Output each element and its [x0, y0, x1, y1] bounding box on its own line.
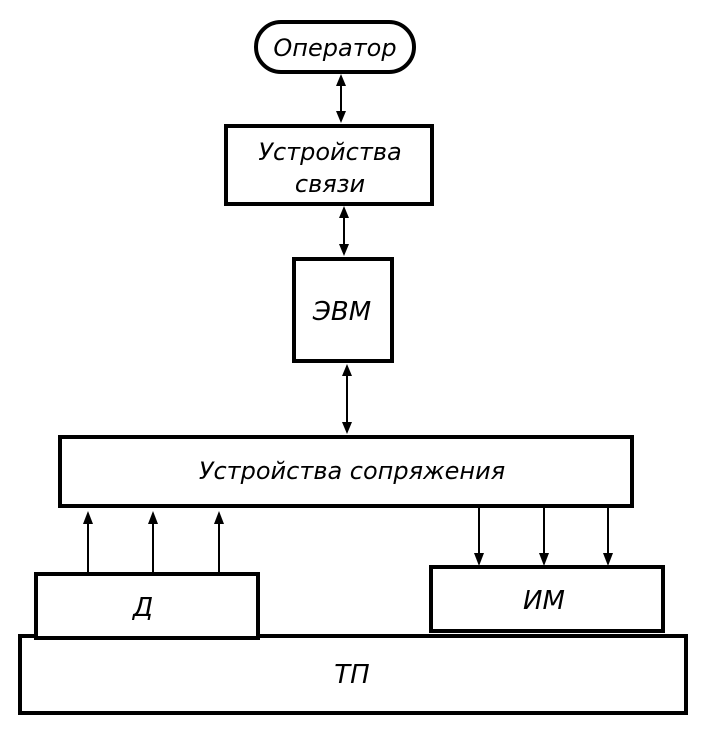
- comm-computer-arrow: [339, 206, 349, 256]
- comm-devices-box: [224, 124, 434, 206]
- comm-devices-label-line1: Устройства: [258, 138, 401, 166]
- computer-box: [292, 257, 394, 363]
- computer-label: ЭВМ: [312, 297, 371, 327]
- process-box: [18, 634, 688, 715]
- comm-devices-label-line2: связи: [295, 170, 365, 198]
- actuators-box: [429, 565, 665, 633]
- operator-comm-arrow: [336, 74, 346, 123]
- computer-interface-arrow: [342, 364, 352, 434]
- operator-label: Оператор: [273, 34, 396, 62]
- interface-devices-box: [58, 435, 634, 508]
- interface-devices-label: Устройства сопряжения: [199, 457, 505, 485]
- process-label: ТП: [334, 660, 369, 690]
- sensors-box: [34, 572, 260, 640]
- sensor-signal-arrows: [83, 511, 224, 575]
- actuator-control-arrows: [474, 508, 613, 566]
- operator-node: [254, 20, 416, 74]
- actuators-label: ИМ: [523, 586, 565, 616]
- sensors-label: Д: [132, 593, 153, 623]
